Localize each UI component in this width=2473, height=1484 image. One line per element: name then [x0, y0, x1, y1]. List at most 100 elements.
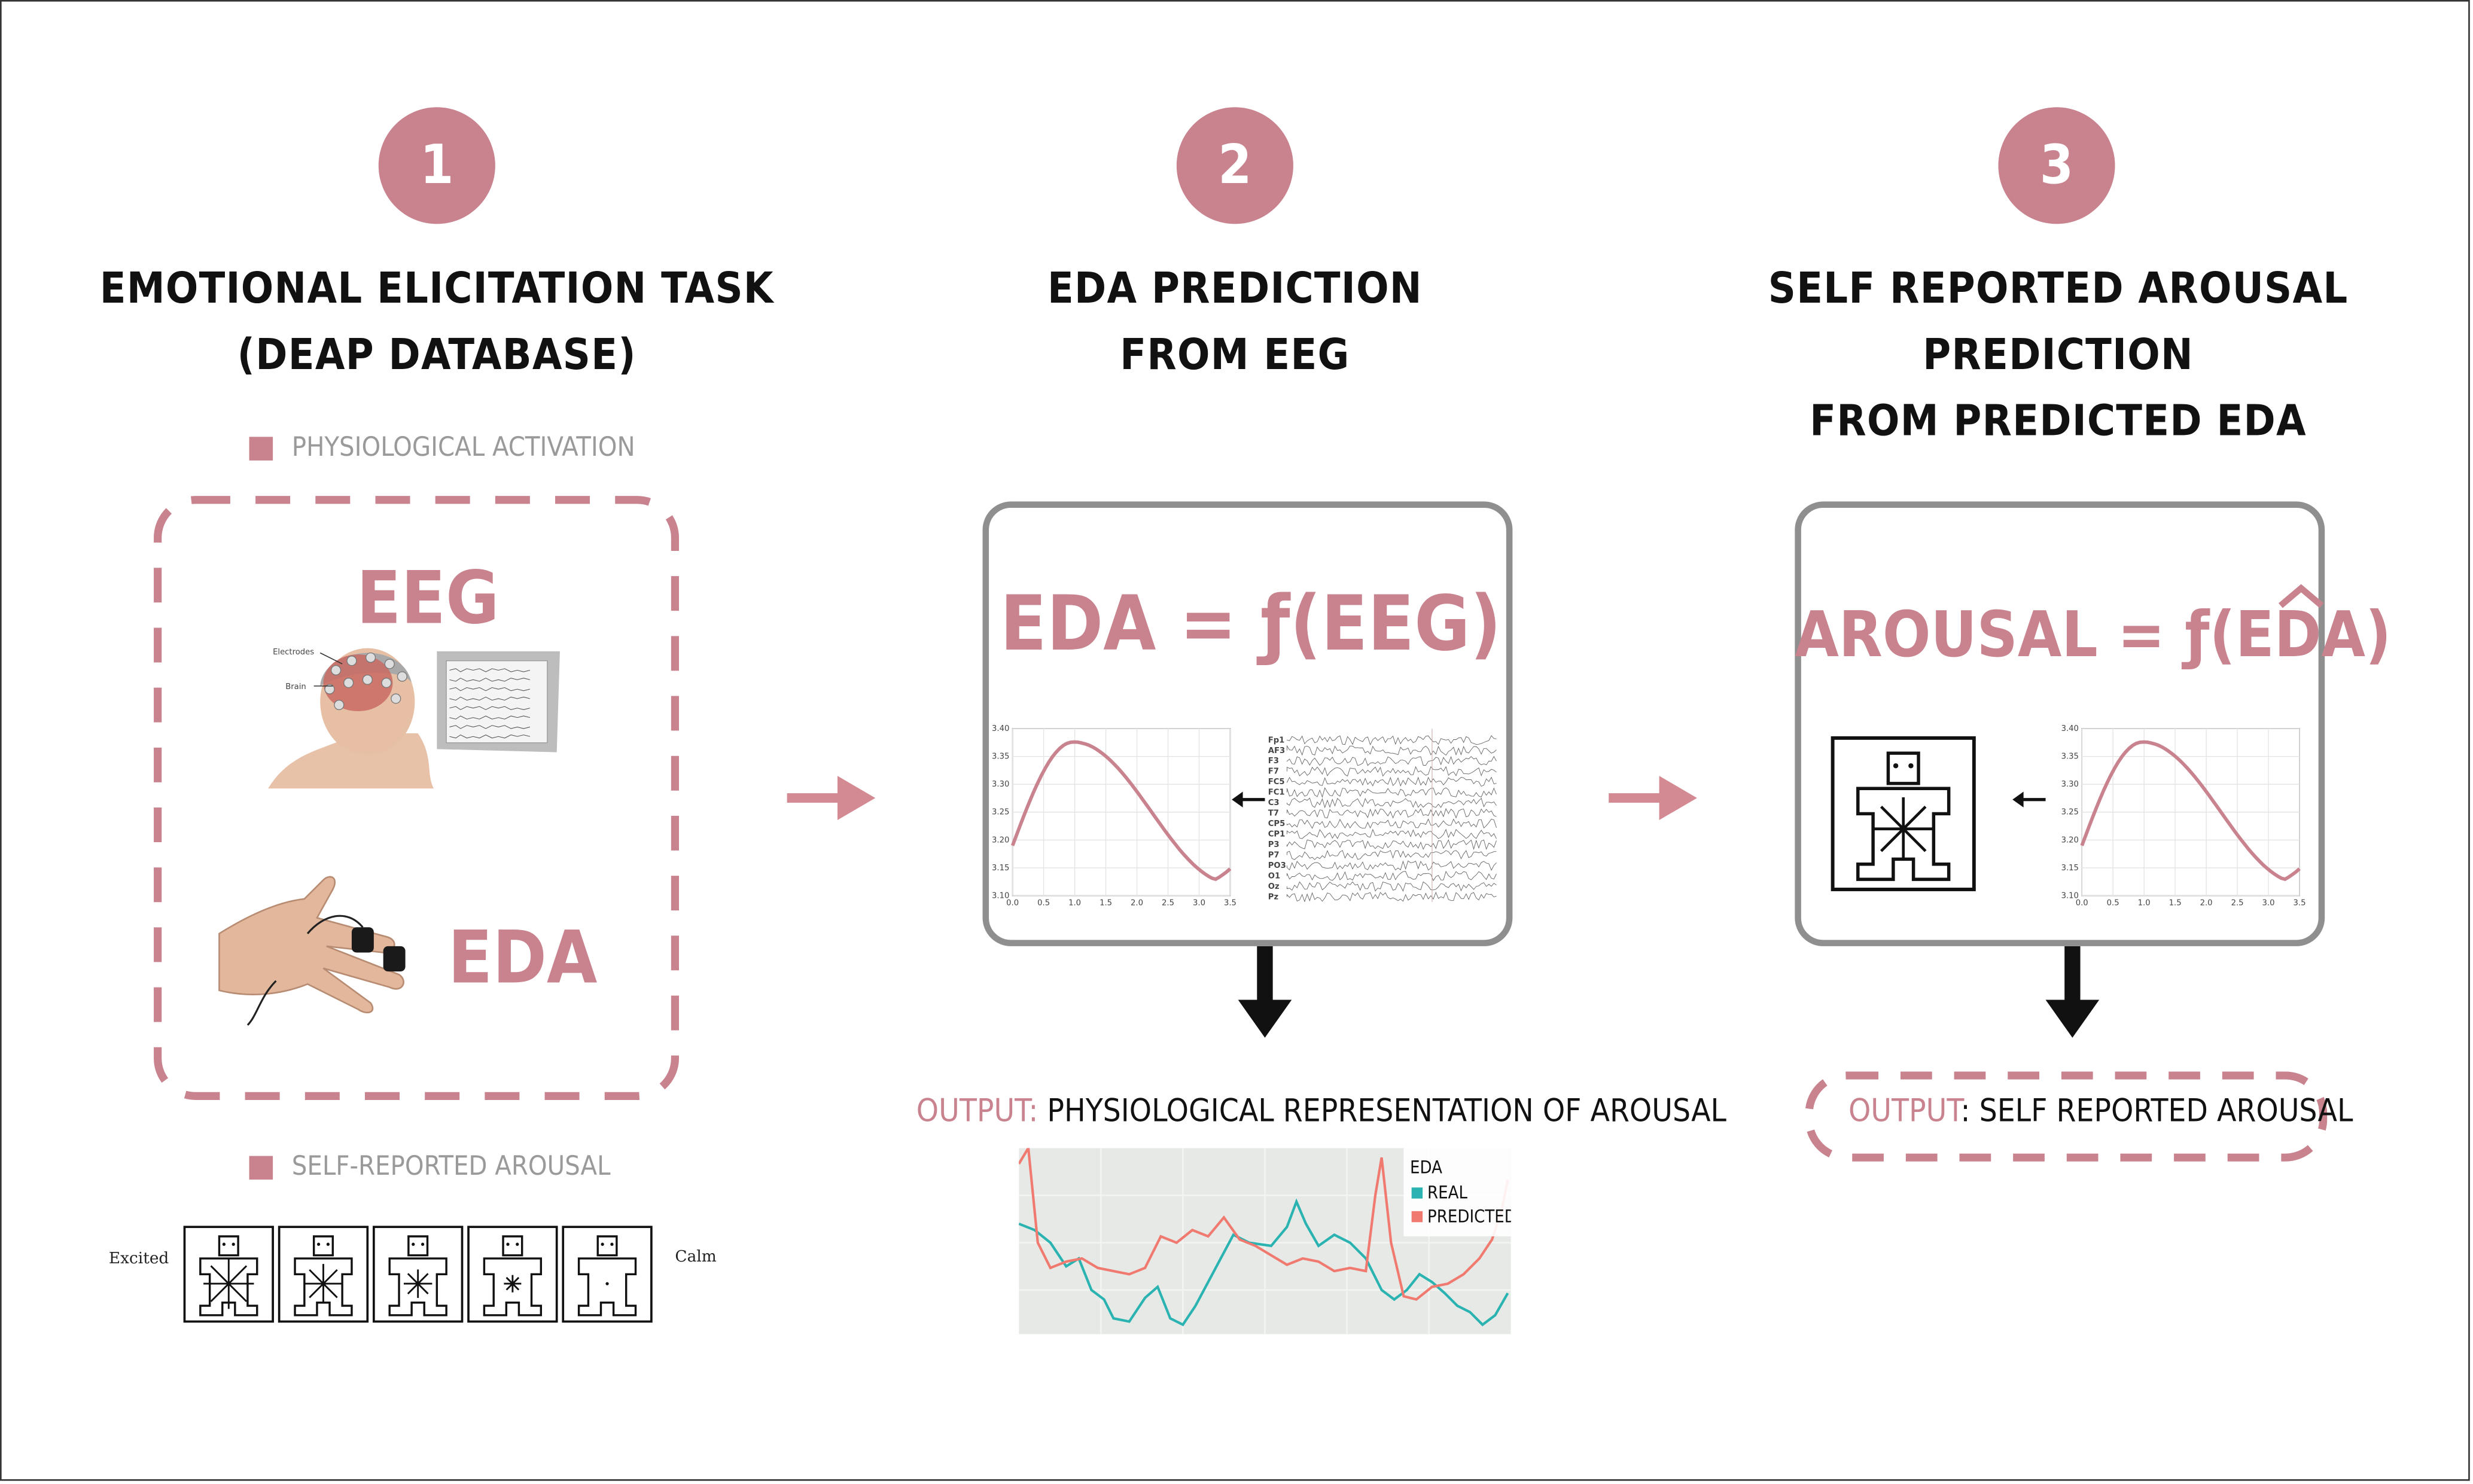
eeg-channel-label: Fp1 — [1268, 736, 1285, 745]
calm-label: Calm — [675, 1249, 717, 1267]
step-2-title-line1: EDA PREDICTION — [1047, 264, 1423, 314]
arrow-right-icon — [787, 776, 876, 820]
eeg-channel-trace — [1286, 787, 1497, 799]
legend-label-predicted: PREDICTED — [1427, 1206, 1511, 1226]
x-tick-label: 3.0 — [2262, 898, 2275, 907]
eeg-channel-trace — [1286, 850, 1497, 860]
arousal-formula: AROUSAL = ƒ(EDA) — [1795, 584, 2391, 672]
sam-manikin-icon — [278, 1226, 369, 1323]
manikin-eye — [610, 1242, 614, 1246]
sam-manikin-excited-icon — [1831, 736, 1976, 891]
y-tick-label: 3.10 — [992, 891, 1009, 900]
sam-manikin-icon — [1831, 736, 1976, 891]
eeg-channel-label: CP1 — [1268, 830, 1286, 839]
real-series-line — [1019, 1198, 1509, 1327]
eeg-channel-label: Oz — [1268, 882, 1280, 891]
brain-label: Brain — [285, 682, 306, 691]
electrodes-label: Electrodes — [273, 648, 314, 657]
manikin-arousal-mark — [303, 1264, 343, 1304]
manikin-body — [199, 1235, 258, 1317]
real-vs-predicted-chart: EDA REAL PREDICTED — [1019, 1148, 1511, 1334]
eeg-channel-trace — [1286, 891, 1497, 903]
x-tick-label: 1.0 — [2138, 898, 2151, 907]
arrow-down-icon — [1238, 946, 1292, 1038]
eeg-channel-trace — [1286, 870, 1497, 882]
eda-formula: EDA = ƒ(EEG) — [1000, 580, 1502, 669]
eeg-label: EEG — [356, 555, 500, 641]
y-tick-label: 3.30 — [992, 780, 1009, 789]
manikin-arousal-mark — [605, 1282, 609, 1285]
eda-hat: EDA — [2236, 584, 2365, 672]
arrow-right-icon — [1609, 776, 1697, 820]
manikin-body — [388, 1235, 447, 1317]
eeg-channel-label: P3 — [1268, 840, 1280, 849]
manikin-arousal-mark — [203, 1258, 254, 1309]
legend-square-icon — [249, 435, 273, 460]
x-tick-label: 2.5 — [1162, 898, 1174, 907]
step-1-title-line1: EMOTIONAL ELICITATION TASK — [99, 264, 774, 314]
step-3-title: SELF REPORTED AROUSAL PREDICTION FROM PR… — [1680, 257, 2437, 456]
eeg-channel-trace — [1286, 839, 1497, 851]
manikin-eye — [326, 1242, 330, 1246]
eeg-channel-label: T7 — [1268, 809, 1279, 818]
x-tick-label: 2.5 — [2231, 898, 2244, 907]
y-tick-label: 3.10 — [2061, 891, 2079, 900]
self-report-legend: SELF-REPORTED AROUSAL — [249, 1151, 611, 1183]
physio-label: PHYSIOLOGICAL ACTIVATION — [291, 432, 635, 464]
eeg-channel-trace — [1286, 828, 1497, 839]
x-tick-label: 0.5 — [2107, 898, 2119, 907]
y-tick-label: 3.20 — [992, 836, 1009, 845]
manikin-frame — [562, 1226, 653, 1323]
step-2-title: EDA PREDICTION FROM EEG — [919, 257, 1551, 389]
manikin-arousal-mark — [403, 1269, 433, 1298]
manikin-eye — [516, 1242, 519, 1246]
x-tick-label: 2.0 — [1131, 898, 1143, 907]
manikin-eye — [421, 1242, 425, 1246]
arrow-left-icon — [1232, 791, 1265, 807]
arousal-formula-left: AROUSAL = ƒ( — [1795, 599, 2236, 672]
y-tick-label: 3.30 — [2061, 780, 2079, 789]
eda-label: EDA — [447, 915, 598, 1000]
eeg-channel-trace — [1286, 745, 1497, 756]
sam-manikin-icon — [183, 1226, 274, 1323]
x-tick-label: 3.5 — [1224, 898, 1236, 907]
x-tick-label: 2.0 — [2200, 898, 2213, 907]
manikin-eye — [412, 1242, 415, 1246]
output-physio-highlight: OUTPUT: — [916, 1091, 1038, 1129]
eeg-head-illustration: Electrodes Brain — [268, 648, 560, 789]
manikin-body — [483, 1235, 543, 1317]
excited-label: Excited — [108, 1250, 169, 1268]
y-tick-label: 3.20 — [2061, 836, 2079, 845]
eeg-channel-trace — [1286, 860, 1497, 871]
output-physio-text: PHYSIOLOGICAL REPRESENTATION OF AROUSAL — [1038, 1091, 1726, 1129]
manikin-arousal-mark — [1871, 797, 1935, 861]
legend-label-real: REAL — [1427, 1183, 1467, 1203]
manikin-eye — [506, 1242, 510, 1246]
manikin-eye — [222, 1242, 226, 1246]
eeg-channel-label: Pz — [1268, 892, 1279, 901]
x-tick-label: 0.0 — [1006, 898, 1019, 907]
output-arousal: OUTPUT: SELF REPORTED AROUSAL — [1848, 1091, 2353, 1129]
eeg-channel-label: FC1 — [1268, 788, 1285, 797]
y-tick-label: 3.35 — [2061, 752, 2079, 761]
output-arousal-text: : SELF REPORTED AROUSAL — [1960, 1091, 2353, 1129]
legend-title: EDA — [1410, 1157, 1442, 1178]
step-2-badge: 2 — [1176, 107, 1293, 224]
step-1-title: EMOTIONAL ELICITATION TASK (DEAP DATABAS… — [95, 257, 779, 389]
y-tick-label: 3.40 — [992, 724, 1009, 733]
arousal-prediction-box — [1795, 501, 2325, 946]
eda-series-line — [2080, 740, 2301, 881]
eeg-channel-label: CP5 — [1268, 819, 1286, 828]
output-arousal-highlight: OUTPUT — [1848, 1091, 1961, 1129]
eda-hand-illustration — [218, 876, 406, 1026]
physio-legend: PHYSIOLOGICAL ACTIVATION — [249, 432, 635, 464]
sam-manikin-icon — [373, 1226, 464, 1323]
step-1-title-line2: (DEAP DATABASE) — [237, 331, 636, 380]
eeg-channel-label: AF3 — [1268, 746, 1285, 755]
eeg-channel-label: FC5 — [1268, 778, 1285, 787]
